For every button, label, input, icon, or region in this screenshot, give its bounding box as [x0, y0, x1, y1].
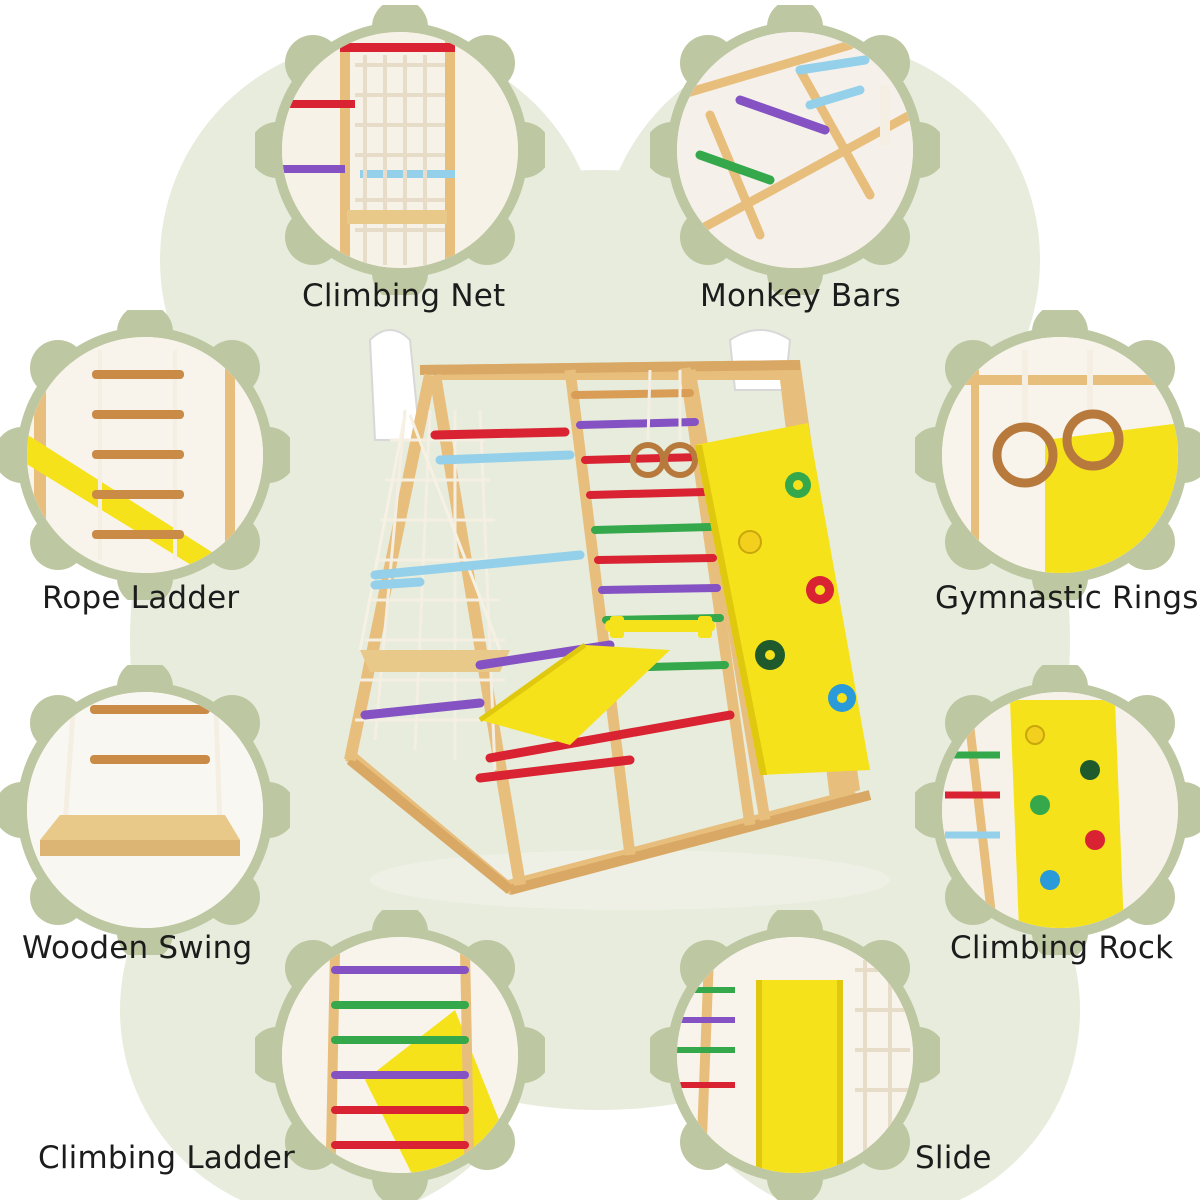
wooden-swing-illustration: [0, 665, 290, 955]
monkey-bars-illustration: [650, 5, 940, 295]
label-monkey-bars: Monkey Bars: [700, 278, 901, 314]
badge-climbing-rock: [915, 665, 1200, 955]
label-climbing-net: Climbing Net: [302, 278, 506, 314]
badge-wooden-swing: [0, 665, 290, 955]
label-slide: Slide: [915, 1140, 992, 1176]
badge-gymnastic-rings: [915, 310, 1200, 600]
badge-monkey-bars: [650, 5, 940, 295]
label-gymnastic-rings: Gymnastic Rings: [935, 580, 1199, 616]
badge-slide: [650, 910, 940, 1200]
label-climbing-rock: Climbing Rock: [950, 930, 1174, 966]
label-wooden-swing: Wooden Swing: [22, 930, 253, 966]
climbing-ladder-illustration: [255, 910, 545, 1200]
label-rope-ladder: Rope Ladder: [42, 580, 240, 616]
badge-climbing-net: [255, 5, 545, 295]
badge-climbing-ladder: [255, 910, 545, 1200]
climbing-net-illustration: [255, 5, 545, 295]
gymnastic-rings-illustration: [915, 310, 1200, 600]
label-climbing-ladder: Climbing Ladder: [38, 1140, 295, 1176]
product-illustration: [344, 329, 890, 910]
rope-ladder-illustration: [0, 310, 290, 600]
badge-rope-ladder: [0, 310, 290, 600]
climbing-rock-illustration: [915, 665, 1200, 955]
slide-illustration: [650, 910, 940, 1200]
